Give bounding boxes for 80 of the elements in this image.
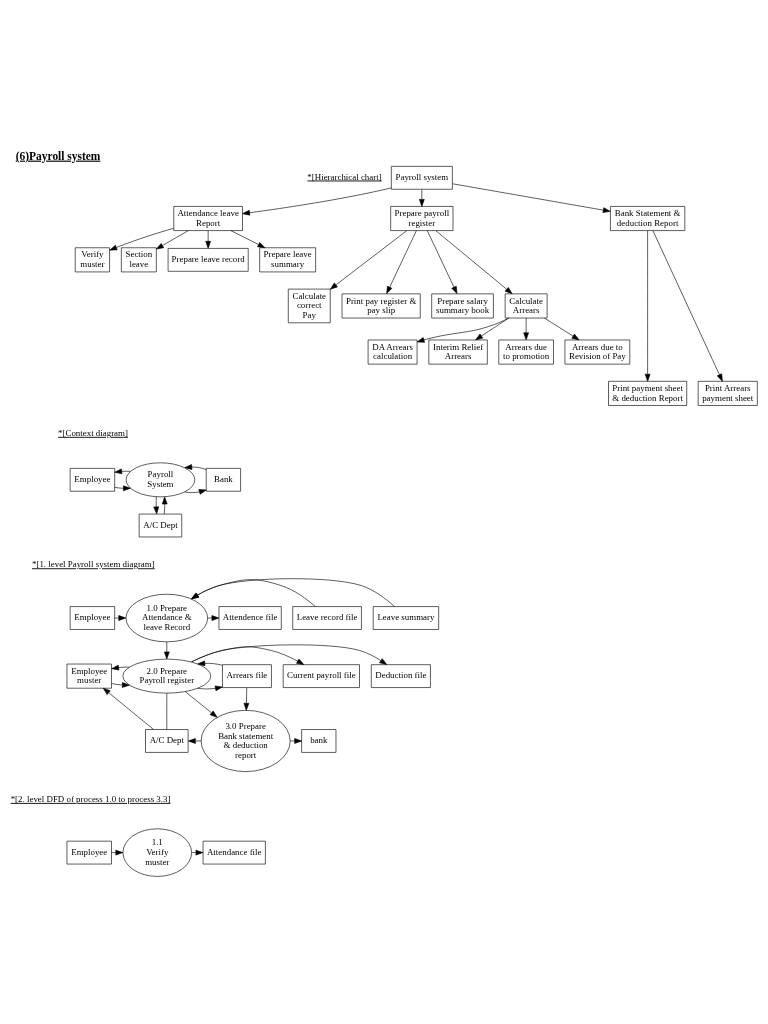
node-box: Current payroll file xyxy=(282,663,360,688)
node-box: Bank xyxy=(205,467,241,492)
arrow xyxy=(207,614,220,621)
node-box: Employee muster xyxy=(66,663,112,689)
label: *[Context diagram] xyxy=(58,427,128,438)
node-box: Calculate correct Pay xyxy=(287,288,331,323)
node-box: Print pay register & pay slip xyxy=(341,293,421,318)
connector xyxy=(166,692,168,730)
arrow xyxy=(191,849,204,855)
node-box: Employee xyxy=(66,840,112,864)
arrow xyxy=(164,641,170,659)
node-box: A/C Dept xyxy=(145,728,189,753)
arrow xyxy=(191,644,387,665)
arrow xyxy=(475,317,509,340)
arrow xyxy=(197,685,223,691)
node-box: Deduction file xyxy=(370,663,431,688)
node-box: Calculate Arrears xyxy=(504,293,548,318)
arrow xyxy=(230,229,266,248)
node-box: Payroll system xyxy=(391,165,453,190)
node-box: Print payment sheet & deduction Report xyxy=(608,380,688,406)
arrow xyxy=(197,660,223,666)
arrow xyxy=(109,227,175,250)
arrow xyxy=(111,849,124,855)
arrow xyxy=(386,229,417,294)
arrow xyxy=(184,463,207,470)
node-box: Prepare leave record xyxy=(167,247,249,272)
arrow xyxy=(205,229,211,249)
label: *[1. level Payroll system diagram] xyxy=(31,558,155,569)
node-box: Bank Statement & deduction Report xyxy=(610,205,686,231)
diagram-title: (6)Payroll system xyxy=(15,149,101,162)
arrow xyxy=(184,488,207,495)
arrow xyxy=(243,687,250,711)
arrow xyxy=(102,687,154,730)
arrow xyxy=(114,485,131,491)
arrow xyxy=(188,737,202,744)
arrow xyxy=(416,317,509,343)
arrow xyxy=(191,578,316,607)
arrow xyxy=(153,496,159,514)
node-box: Verify muster xyxy=(74,246,110,272)
arrow xyxy=(644,230,651,381)
node-box: Interim Relief Arrears xyxy=(428,339,488,364)
node-box: bank xyxy=(301,728,337,753)
node-box: Employee xyxy=(69,605,115,630)
arrow xyxy=(191,577,395,607)
node-box: Prepare salary summary book xyxy=(431,293,494,318)
arrow xyxy=(185,690,218,718)
node-box: Attendance file xyxy=(202,840,266,864)
node-box: Arrears due to promotion xyxy=(498,339,554,364)
node-box: DA Arrears calculation xyxy=(367,339,418,364)
node-box: Prepare leave summary xyxy=(259,246,316,272)
arrow xyxy=(330,229,407,289)
node-box: Leave summary xyxy=(372,605,439,630)
arrow xyxy=(544,317,580,340)
node-box: Print Arrears payment sheet xyxy=(697,380,758,406)
node-box: Employee xyxy=(69,467,115,492)
node-box: A/C Dept xyxy=(138,513,183,537)
arrow xyxy=(523,317,529,340)
arrow xyxy=(289,737,302,744)
label: *[Hierarchical chart] xyxy=(307,171,382,182)
arrow xyxy=(111,681,130,688)
arrow xyxy=(161,496,168,514)
node-box: Arrears file xyxy=(222,663,272,688)
node-box: Attendence file xyxy=(218,605,282,630)
arrow xyxy=(435,229,513,294)
node-box: Arrears due to Revision of Pay xyxy=(564,339,631,364)
node-ellipse: 1.1 Verify muster xyxy=(122,827,192,877)
arrow xyxy=(419,188,425,207)
arrow xyxy=(111,664,130,670)
label: *[2. level DFD of process 1.0 to process 3.3] xyxy=(10,793,171,804)
node-box: Prepare payroll register xyxy=(390,205,454,231)
arrow xyxy=(114,468,131,474)
arrow xyxy=(156,229,189,249)
arrow xyxy=(242,187,392,215)
node-box: Attendance leave Report xyxy=(173,205,243,231)
node-box: Leave record file xyxy=(292,605,362,630)
arrow xyxy=(427,229,458,294)
arrow xyxy=(114,614,127,621)
arrow xyxy=(652,230,723,381)
node-box: Section leave xyxy=(121,246,157,272)
arrow xyxy=(452,182,611,213)
